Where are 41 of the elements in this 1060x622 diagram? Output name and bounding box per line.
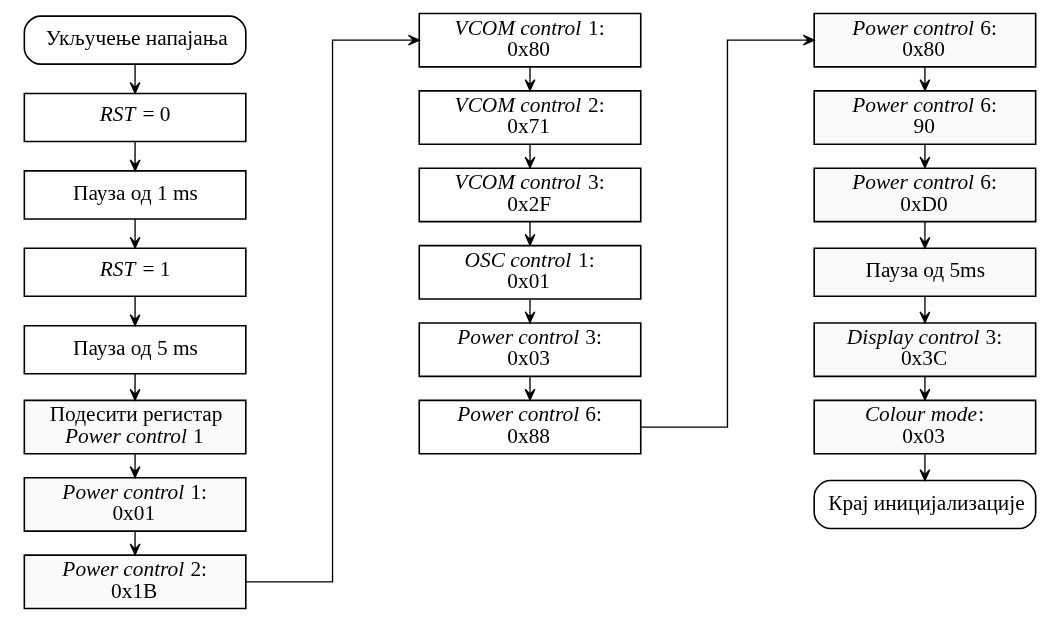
node-box: Power control 3: 0x03 — [418, 322, 642, 378]
node-box: VCOM control 1: 0x80 — [418, 12, 642, 68]
node-box: Power control 6: 90 — [813, 90, 1037, 145]
arrow — [524, 376, 536, 401]
node-box: RST = 0 — [23, 92, 247, 143]
arrow — [524, 298, 536, 324]
arrow — [919, 221, 931, 249]
arrow — [919, 453, 931, 482]
arrow — [129, 63, 141, 94]
node-box: RST = 1 — [23, 247, 247, 298]
node-box: Power control 6: 0x88 — [418, 399, 642, 455]
node-box: Пауза од 1 ms — [23, 170, 247, 220]
node-box: Power control 6: 0x80 — [813, 12, 1037, 68]
node-box: Power control 6: 0xD0 — [813, 167, 1037, 223]
arrow — [129, 140, 141, 172]
node-box: Power control 2: 0x1B — [23, 554, 247, 610]
node-box: VCOM control 2: 0x71 — [418, 90, 642, 145]
node-box: Colour mode: 0x03 — [813, 399, 1037, 455]
node-box: Подесити регистар Power control 1 — [23, 399, 247, 455]
node-box: Display control 3: 0x3C — [813, 322, 1037, 378]
node-box: Крај иницијализације — [813, 479, 1037, 530]
arrow — [919, 66, 931, 92]
arrow — [129, 218, 141, 249]
arrow — [919, 143, 931, 169]
arrow — [524, 66, 536, 92]
node-box: VCOM control 3: 0x2F — [418, 167, 642, 223]
node-box: Power control 1: 0x01 — [23, 476, 247, 532]
node-box: Пауза од 5 ms — [23, 324, 247, 375]
arrow — [919, 376, 931, 401]
arrow — [129, 295, 141, 327]
arrow — [640, 34, 815, 428]
arrow — [919, 295, 931, 324]
arrow — [129, 530, 141, 556]
node-box: Укључење напајања — [23, 15, 247, 65]
arrow — [129, 453, 141, 478]
node-box: Пауза од 5ms — [813, 247, 1037, 298]
arrow — [524, 221, 536, 246]
arrow — [129, 373, 141, 401]
arrow — [524, 143, 536, 169]
arrow — [245, 34, 420, 583]
node-box: OSC control 1: 0x01 — [418, 244, 642, 300]
